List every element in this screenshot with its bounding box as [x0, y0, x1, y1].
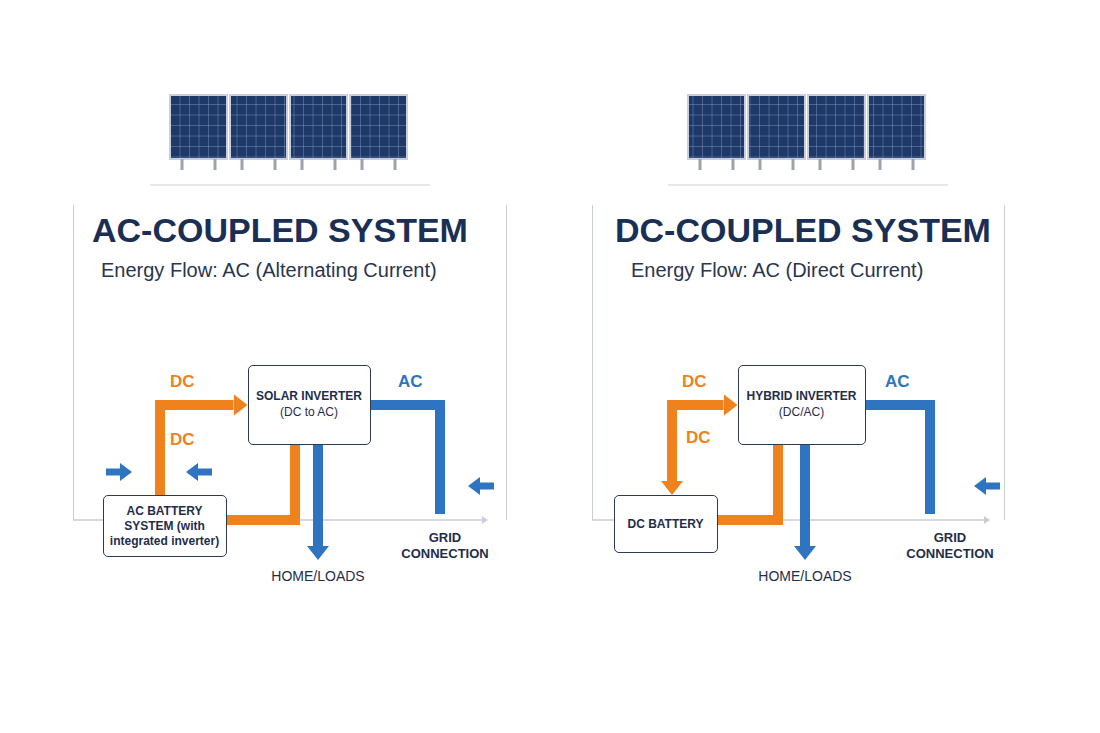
system-panel: DC-COUPLED SYSTEM Energy Flow: AC (Direct… — [592, 205, 1005, 520]
grid-label: GRID CONNECTION — [900, 530, 1000, 563]
box-heading: AC BATTERY SYSTEM (with integrated inver… — [110, 504, 220, 549]
load-label: HOME/LOADS — [758, 568, 851, 584]
dc-flow-connector — [227, 445, 296, 520]
box-note: (DC/AC) — [779, 405, 824, 421]
box-heading: SOLAR INVERTER — [256, 389, 362, 405]
battery-box: DC BATTERY — [614, 495, 718, 553]
dc-flow-connector — [718, 445, 779, 520]
panel-title: AC-COUPLED SYSTEM — [92, 211, 468, 250]
load-label: HOME/LOADS — [271, 568, 364, 584]
inverter-box: HYBRID INVERTER(DC/AC) — [738, 365, 866, 445]
box-heading: DC BATTERY — [628, 517, 704, 532]
inverter-box: SOLAR INVERTER(DC to AC) — [248, 365, 371, 445]
dc-flow-connector — [160, 405, 234, 495]
panel-title: DC-COUPLED SYSTEM — [615, 211, 991, 250]
flow-label: DC — [170, 430, 195, 450]
flow-label: AC — [398, 372, 423, 392]
dc-flow-connector — [672, 405, 724, 481]
panel-subtitle: Energy Flow: AC (Alternating Current) — [101, 259, 437, 282]
battery-box: AC BATTERY SYSTEM (with integrated inver… — [103, 495, 227, 557]
box-heading: HYBRID INVERTER — [746, 389, 856, 405]
small-ac-arrows — [106, 472, 1000, 486]
flow-label: DC — [682, 372, 707, 392]
flow-label: DC — [686, 428, 711, 448]
system-panel: AC-COUPLED SYSTEM Energy Flow: AC (Altern… — [73, 205, 507, 520]
flow-label: AC — [885, 372, 910, 392]
grid-label: GRID CONNECTION — [395, 530, 495, 563]
panel-subtitle: Energy Flow: AC (Direct Current) — [631, 259, 923, 282]
box-note: (DC to AC) — [280, 405, 338, 421]
solar-panels — [150, 95, 948, 185]
flow-label: DC — [170, 372, 195, 392]
